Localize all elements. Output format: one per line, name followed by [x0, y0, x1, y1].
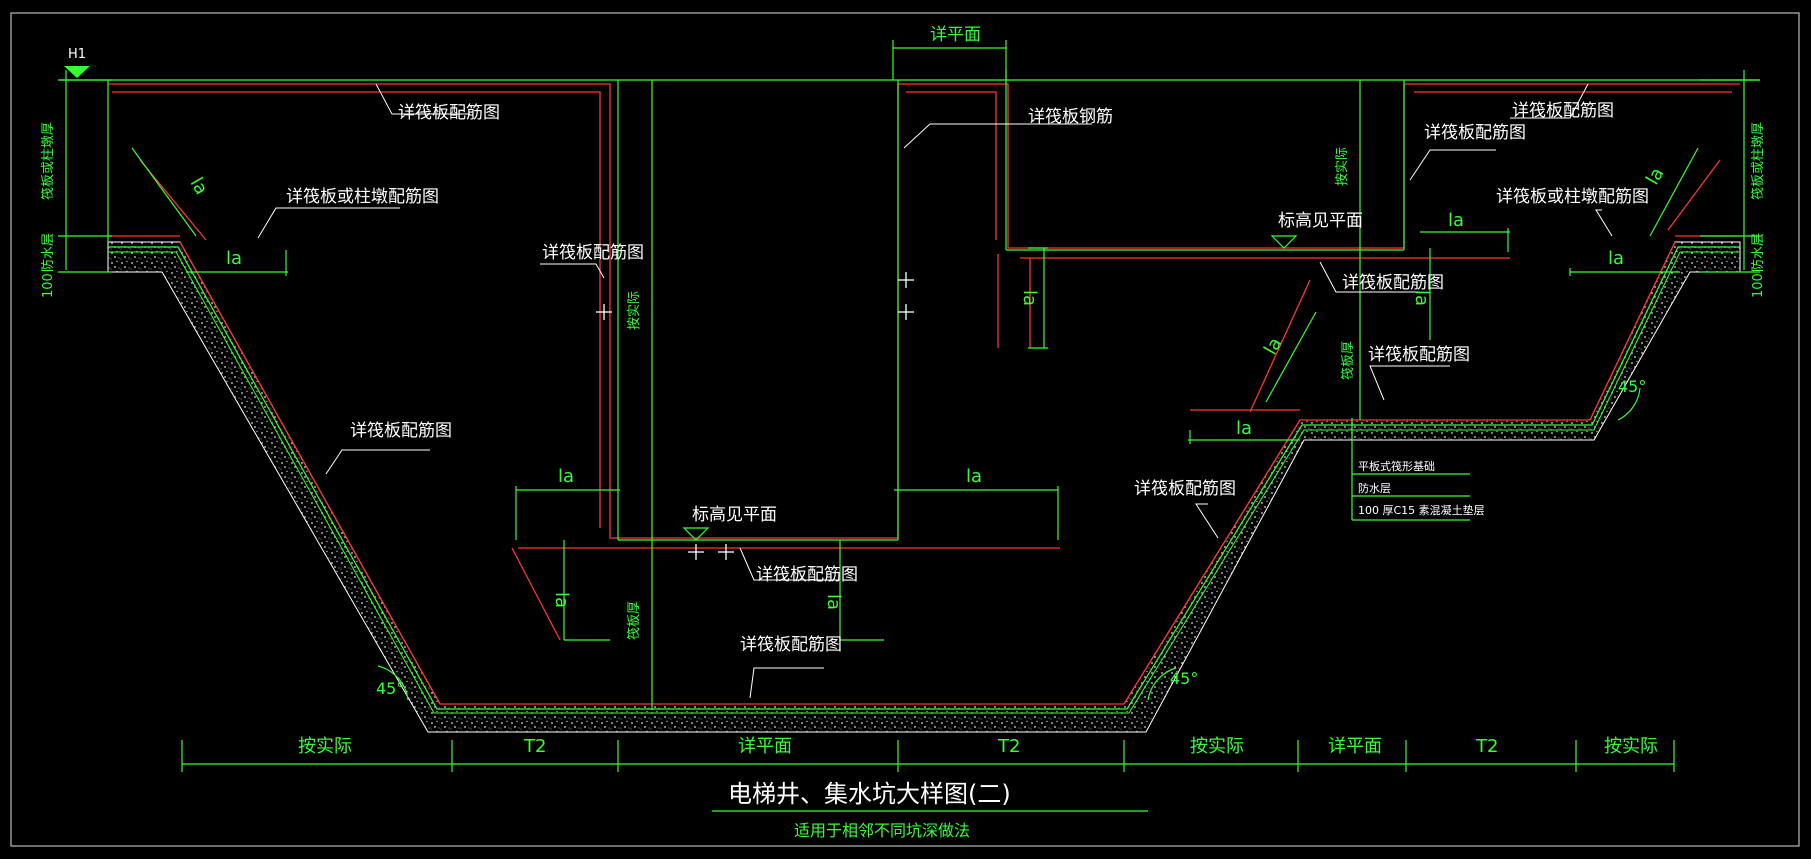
left-edge-100: 100 [41, 273, 56, 298]
vlabel-raft-thickness-right: 筏板厚 [1340, 341, 1356, 380]
legend-layer-3: 100 厚C15 素混凝土垫层 [1358, 503, 1485, 517]
la-slant-right-mid: la [1260, 334, 1286, 358]
drawing-title: 电梯井、集水坑大样图(二) [728, 780, 1011, 808]
drawing-subtitle: 适用于相邻不同坑深做法 [794, 821, 970, 840]
la-vertical-center: la [823, 594, 844, 610]
callout-left-slab-or-pier: 详筏板或柱墩配筋图 [286, 187, 439, 207]
callout-left-slope: 详筏板配筋图 [350, 421, 452, 441]
callout-center-bottom-rebar: 详筏板配筋图 [756, 565, 858, 585]
la-slant-left: la [186, 174, 212, 198]
left-edge-thickness: 筏板或柱墩厚 [40, 122, 56, 200]
dim-t2-3: T2 [1475, 736, 1498, 757]
right-edge-100: 100 [1751, 273, 1766, 298]
callout-right-mid-rebar: 详筏板配筋图 [1342, 273, 1444, 293]
waterproof-line-2 [108, 251, 1740, 714]
dim-plan-2: 详平面 [1328, 736, 1382, 757]
la-left-slab: la [226, 248, 242, 269]
cross-markers [596, 272, 914, 560]
callout-top-center-plan: 详平面 [930, 25, 981, 45]
la-slant-right: la [1642, 164, 1668, 188]
dim-t2-2: T2 [997, 736, 1020, 757]
angle-right: 45° [1618, 377, 1646, 396]
green-linework [58, 40, 1760, 812]
callout-bottom-rebar: 详筏板配筋图 [740, 635, 842, 655]
left-edge-waterproof: 防水层 [40, 233, 56, 272]
dim-as-actual-1: 按实际 [298, 736, 352, 757]
drawing-frame [10, 12, 1800, 847]
dim-as-actual-2: 按实际 [1190, 736, 1244, 757]
callout-right-slope: 详筏板配筋图 [1134, 479, 1236, 499]
right-edge-waterproof: 防水层 [1750, 233, 1766, 272]
callout-left-wall-inner: 详筏板配筋图 [542, 243, 644, 263]
elevation-triangle-right [1270, 235, 1298, 249]
la-right-upper: la [1448, 210, 1464, 231]
la-right-slab: la [1608, 248, 1624, 269]
la-center-wall: la [966, 466, 982, 487]
callout-right-top-b: 详筏板配筋图 [1512, 101, 1614, 121]
callout-right-low-rebar: 详筏板配筋图 [1368, 345, 1470, 365]
vlabel-as-actual-right: 按实际 [1335, 147, 1350, 186]
elevation-triangle-h1 [64, 66, 90, 78]
callout-leaders [257, 83, 1613, 699]
la-vertical-left: la [551, 592, 572, 608]
dim-plan-1: 详平面 [738, 736, 792, 757]
callout-elev-center: 标高见平面 [692, 505, 777, 525]
legend-layer-2: 防水层 [1358, 481, 1391, 495]
la-vertical-right-wall: la [1019, 290, 1040, 306]
la-right-mid: la [1236, 418, 1252, 439]
dim-as-actual-3: 按实际 [1604, 736, 1658, 757]
legend-layer-1: 平板式筏形基础 [1358, 459, 1435, 473]
callout-right-slab-or-pier: 详筏板或柱墩配筋图 [1496, 187, 1649, 207]
vlabel-raft-thickness-left: 筏板厚 [626, 601, 642, 640]
h1-label: H1 [68, 47, 86, 62]
concrete-outline [108, 83, 1740, 705]
concrete-bedding [107, 241, 1741, 733]
waterproof-line [108, 246, 1740, 710]
callout-top-left-rebar: 详筏板配筋图 [398, 103, 500, 123]
callout-right-top-a: 详筏板配筋图 [1424, 123, 1526, 143]
right-edge-thickness: 筏板或柱墩厚 [1750, 122, 1766, 200]
angle-left: 45° [376, 679, 404, 698]
angle-center: 45° [1170, 669, 1198, 688]
la-left-wall: la [558, 466, 574, 487]
vlabel-as-actual-left: 按实际 [627, 291, 642, 330]
dim-t2-1: T2 [523, 736, 546, 757]
la-vertical-right: la [1411, 290, 1432, 306]
elevation-triangle-center [682, 527, 710, 541]
callout-elev-right: 标高见平面 [1278, 211, 1363, 231]
callout-top-center-rebar: 详筏板钢筋 [1028, 107, 1113, 127]
